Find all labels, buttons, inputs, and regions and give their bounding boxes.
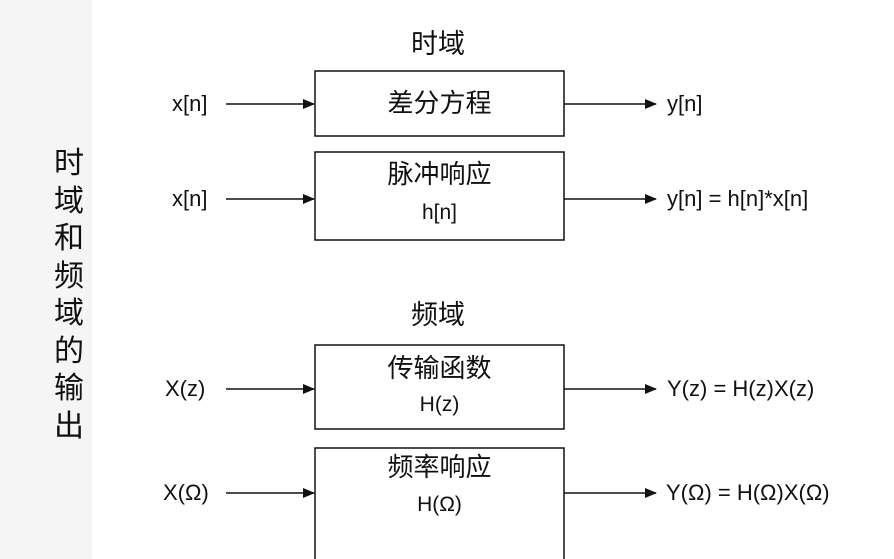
box-title-row-2: 脉冲响应 xyxy=(387,160,492,190)
left-margin-strip xyxy=(0,0,92,559)
box-sub-row-4: H(Ω) xyxy=(417,493,462,516)
box-title-row-3: 传输函数 xyxy=(387,354,492,384)
box-title-row-4: 频率响应 xyxy=(387,453,492,483)
block-row-2 xyxy=(314,151,565,241)
box-sub-row-2: h[n] xyxy=(421,201,458,224)
block-row-1 xyxy=(314,70,565,137)
box-sub-row-3: H(z) xyxy=(419,393,460,416)
output-label-row-4: Y(Ω) = H(Ω)X(Ω) xyxy=(666,480,830,505)
input-label-row-4: X(Ω) xyxy=(163,480,209,505)
block-row-4 xyxy=(314,447,565,559)
output-label-row-2: y[n] = h[n]*x[n] xyxy=(667,186,809,211)
input-label-row-3: X(z) xyxy=(165,376,206,401)
box-title-row-1: 差分方程 xyxy=(387,89,492,119)
block-row-3 xyxy=(314,344,565,430)
output-label-row-1: y[n] xyxy=(667,91,703,116)
side-title: 时域和频域的输出 xyxy=(54,146,84,444)
time-domain-title: 时域 xyxy=(411,29,465,60)
input-label-row-1: x[n] xyxy=(172,91,208,116)
freq-domain-title: 频域 xyxy=(411,300,465,331)
input-label-row-2: x[n] xyxy=(172,186,208,211)
output-label-row-3: Y(z) = H(z)X(z) xyxy=(667,376,815,401)
